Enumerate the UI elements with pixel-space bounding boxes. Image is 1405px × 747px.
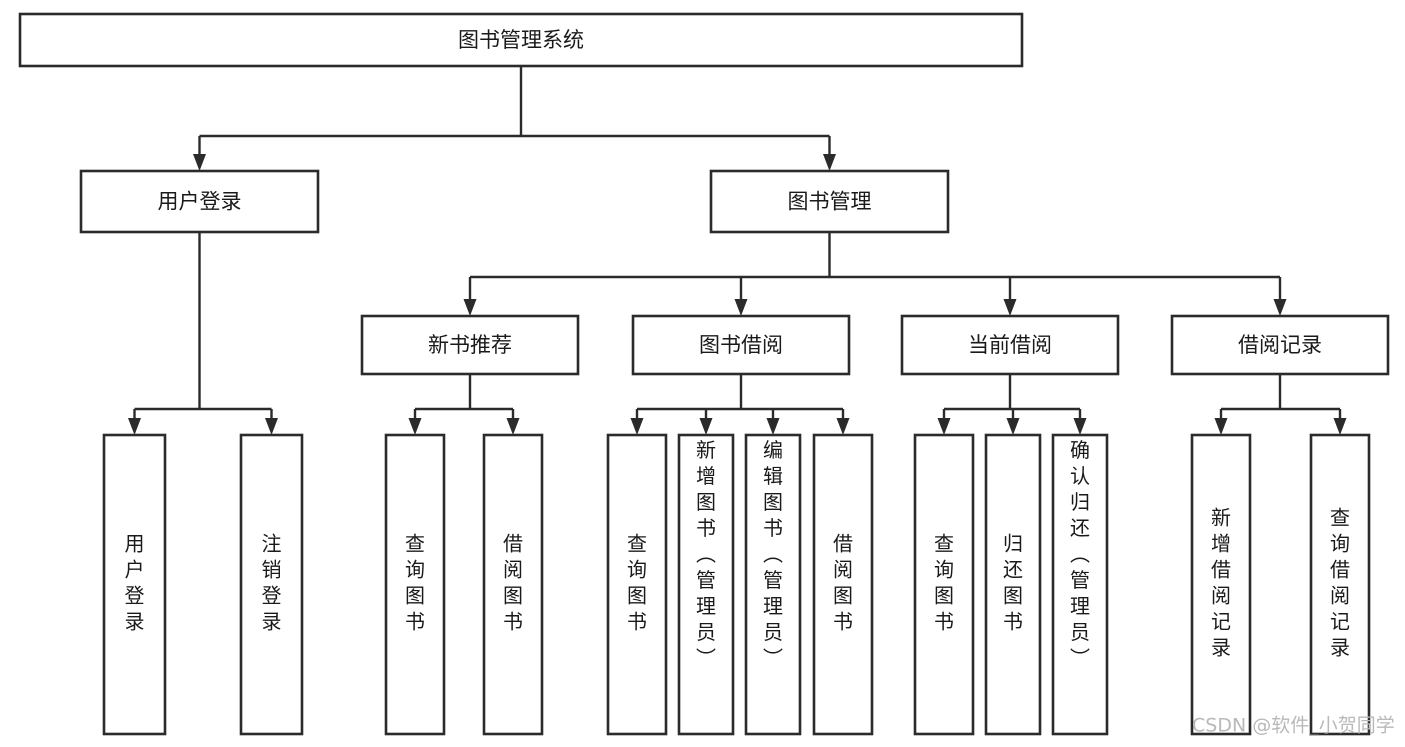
node-box-current-borrow — [900, 314, 1120, 376]
node-box-leaf-borrow-book-rec — [482, 433, 544, 736]
arrowhead-leaf-query-book-rec — [408, 418, 422, 435]
node-label-leaf-add-record: 新增借阅记录 — [1211, 506, 1231, 660]
node-leaf-borrow-book[interactable]: 借阅图书 — [812, 433, 874, 736]
node-label-leaf-query-book-borrow: 查询图书 — [627, 532, 647, 634]
node-label-current-borrow: 当前借阅 — [968, 333, 1052, 357]
arrowhead-leaf-user-logout — [265, 418, 278, 435]
node-box-leaf-query-book-rec — [384, 433, 446, 736]
node-borrow-record[interactable]: 借阅记录 — [1170, 314, 1390, 376]
node-box-leaf-query-book-borrow — [606, 433, 668, 736]
arrowhead-leaf-edit-book — [766, 418, 780, 435]
arrowhead-leaf-borrow-book — [836, 418, 850, 435]
arrowhead-leaf-user-login — [128, 418, 141, 435]
node-box-leaf-add-record — [1190, 433, 1252, 736]
node-label-leaf-add-book: 新增图书︵管理员︶ — [696, 438, 716, 670]
arrowhead-leaf-return-book — [1006, 418, 1020, 435]
node-box-book-borrow — [631, 314, 851, 376]
arrowhead-new-book-recommend — [463, 299, 477, 316]
node-label-leaf-user-login: 用户登录 — [125, 532, 145, 634]
node-box-borrow-record — [1170, 314, 1390, 376]
node-box-leaf-edit-book — [744, 433, 802, 736]
node-leaf-user-login[interactable]: 用户登录 — [102, 433, 167, 736]
node-box-new-book-recommend — [360, 314, 580, 376]
node-label-leaf-edit-book: 编辑图书︵管理员︶ — [763, 438, 783, 670]
arrowhead-book-manage — [823, 154, 836, 171]
node-label-leaf-borrow-book: 借阅图书 — [833, 532, 853, 634]
node-new-book-recommend[interactable]: 新书推荐 — [360, 314, 580, 376]
arrowhead-leaf-query-book-borrow — [630, 418, 644, 435]
node-leaf-add-record[interactable]: 新增借阅记录 — [1190, 433, 1252, 736]
node-leaf-query-book-cur[interactable]: 查询图书 — [913, 433, 975, 736]
node-current-borrow[interactable]: 当前借阅 — [900, 314, 1120, 376]
node-leaf-confirm-return[interactable]: 确认归还︵管理员︶ — [1051, 433, 1109, 736]
node-label-leaf-return-book: 归还图书 — [1003, 532, 1023, 634]
node-layer: 图书管理系统用户登录图书管理新书推荐图书借阅当前借阅借阅记录用户登录注销登录查询… — [18, 12, 1390, 736]
arrowhead-current-borrow — [1003, 299, 1017, 316]
node-label-new-book-recommend: 新书推荐 — [428, 333, 512, 357]
arrowhead-borrow-record — [1273, 299, 1287, 316]
node-label-user-login: 用户登录 — [158, 190, 242, 214]
node-box-book-manage — [709, 169, 950, 234]
connector-layer — [128, 66, 1347, 435]
node-leaf-add-book[interactable]: 新增图书︵管理员︶ — [677, 433, 735, 736]
arrowhead-book-borrow — [734, 299, 748, 316]
node-label-book-borrow: 图书借阅 — [699, 333, 783, 357]
node-box-leaf-user-login — [102, 433, 167, 736]
node-leaf-user-logout[interactable]: 注销登录 — [239, 433, 304, 736]
arrowhead-leaf-borrow-book-rec — [506, 418, 520, 435]
node-book-borrow[interactable]: 图书借阅 — [631, 314, 851, 376]
arrowhead-leaf-query-record — [1333, 418, 1347, 435]
node-box-leaf-add-book — [677, 433, 735, 736]
node-box-leaf-confirm-return — [1051, 433, 1109, 736]
node-leaf-query-book-rec[interactable]: 查询图书 — [384, 433, 446, 736]
node-box-root — [18, 12, 1024, 68]
arrowhead-leaf-add-record — [1214, 418, 1228, 435]
arrowhead-user-login — [193, 154, 206, 171]
node-book-manage[interactable]: 图书管理 — [709, 169, 950, 234]
node-box-leaf-query-record — [1309, 433, 1371, 736]
node-box-leaf-user-logout — [239, 433, 304, 736]
node-label-root: 图书管理系统 — [458, 28, 584, 52]
node-leaf-return-book[interactable]: 归还图书 — [984, 433, 1042, 736]
arrowhead-leaf-confirm-return — [1073, 418, 1087, 435]
node-label-leaf-query-record: 查询借阅记录 — [1330, 506, 1350, 660]
node-label-leaf-user-logout: 注销登录 — [262, 532, 282, 634]
node-label-leaf-confirm-return: 确认归还︵管理员︶ — [1070, 438, 1090, 670]
node-box-leaf-return-book — [984, 433, 1042, 736]
node-label-leaf-query-book-cur: 查询图书 — [934, 532, 954, 634]
node-leaf-query-record[interactable]: 查询借阅记录 — [1309, 433, 1371, 736]
node-leaf-edit-book[interactable]: 编辑图书︵管理员︶ — [744, 433, 802, 736]
node-label-leaf-borrow-book-rec: 借阅图书 — [503, 532, 523, 634]
node-label-leaf-query-book-rec: 查询图书 — [405, 532, 425, 634]
arrowhead-leaf-query-book-cur — [937, 418, 951, 435]
arrowhead-leaf-add-book — [699, 418, 713, 435]
node-box-user-login — [79, 169, 320, 234]
node-box-leaf-borrow-book — [812, 433, 874, 736]
node-box-leaf-query-book-cur — [913, 433, 975, 736]
node-label-book-manage: 图书管理 — [788, 190, 872, 214]
node-leaf-query-book-borrow[interactable]: 查询图书 — [606, 433, 668, 736]
node-leaf-borrow-book-rec[interactable]: 借阅图书 — [482, 433, 544, 736]
watermark-label: CSDN @软件_小贺同学 — [1192, 715, 1395, 737]
node-root[interactable]: 图书管理系统 — [18, 12, 1024, 68]
node-label-borrow-record: 借阅记录 — [1238, 333, 1322, 357]
node-user-login[interactable]: 用户登录 — [79, 169, 320, 234]
